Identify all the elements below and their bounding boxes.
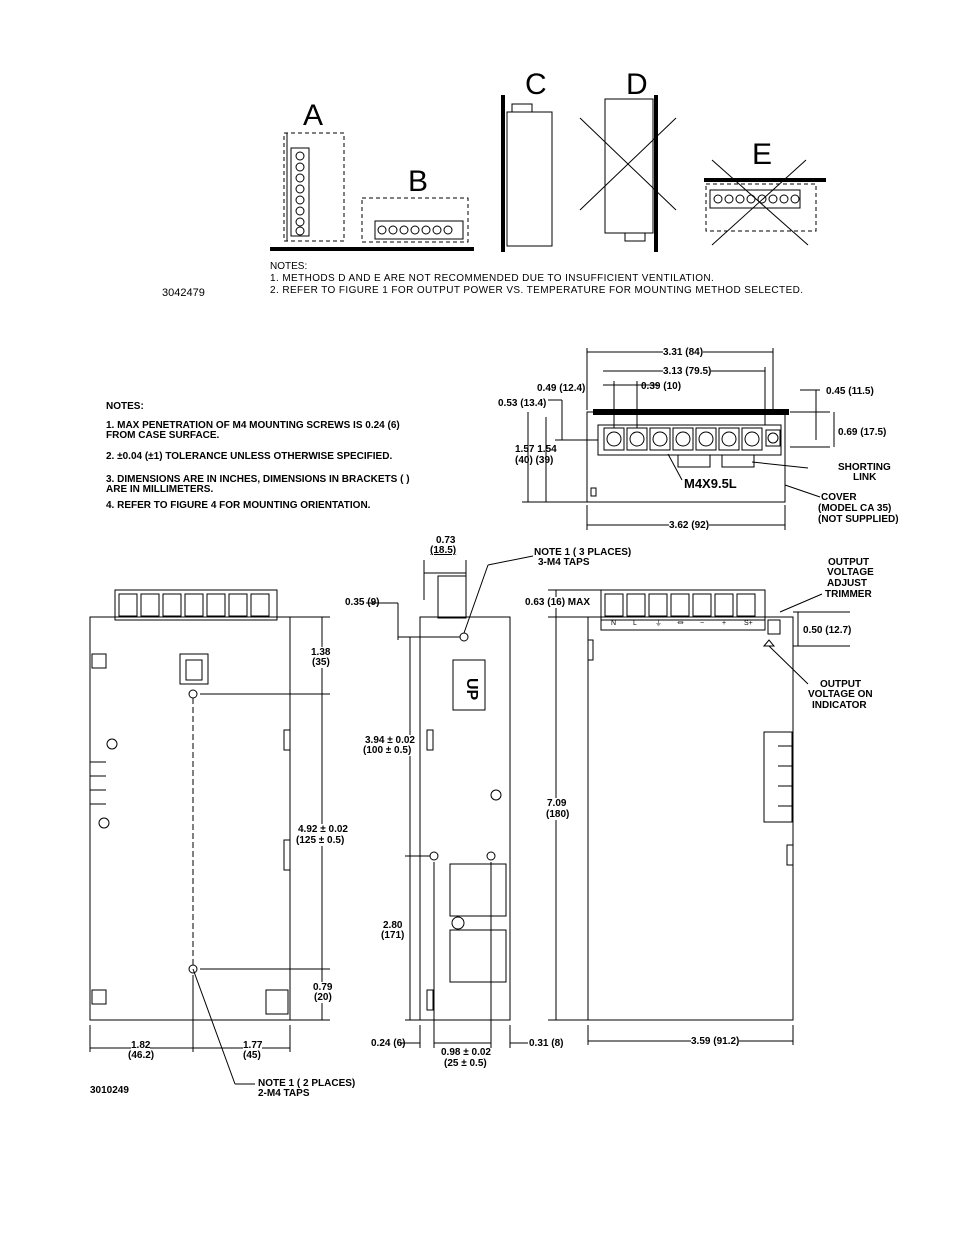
method-a-drawing [270,132,356,251]
dim-0-98: 0.98 ± 0.02 [441,1047,491,1058]
dim-0-45: 0.45 (11.5) [826,386,874,397]
side-view-drawing [366,555,534,1048]
dim-2-80: 2.80 [383,920,403,931]
dim-7-09-mm: (180) [546,809,570,820]
dim-4-92: 4.92 ± 0.02 [298,824,348,835]
method-c-drawing [501,95,553,252]
trimmer-label-1: OUTPUT [828,557,870,568]
fig4-note-1: 1. MAX PENETRATION OF M4 MOUNTING SCREWS… [106,420,400,431]
dim-0-49: 0.49 (12.4) [537,383,586,394]
dim-3-62: 3.62 (92) [669,520,710,531]
dim-0-31: 0.31 (8) [529,1038,564,1049]
dim-1-57-mm: (40) (39) [515,455,554,466]
dim-1-57: 1.57 1.54 [515,444,557,455]
trimmer-label-2: VOLTAGE [827,567,874,578]
dim-0-50: 0.50 (12.7) [803,625,852,636]
trimmer-label-3: ADJUST [827,578,868,589]
terminal-label-sense: S+ [744,620,753,627]
fig3-notes-title: NOTES: [270,261,308,272]
dim-1-82-mm: (46.2) [128,1050,155,1061]
indicator-label-3: INDICATOR [812,700,867,711]
note1-2-places: NOTE 1 ( 2 PLACES) [258,1078,356,1089]
dim-0-35: 0.35 (9) [345,597,380,608]
method-e-label: E [752,138,773,171]
dim-0-39: 0.39 (10) [641,381,682,392]
method-a-label: A [303,99,324,132]
method-b-drawing [354,197,474,251]
cover-not-supplied: (NOT SUPPLIED) [818,514,899,525]
front-view-drawing [89,589,330,1085]
note1-3-taps: 3-M4 TAPS [538,557,590,568]
fig4-note-3: 3. DIMENSIONS ARE IN INCHES, DIMENSIONS … [106,474,410,485]
method-b-label: B [408,165,429,198]
fig4-note-2: 2. ±0.04 (±1) TOLERANCE UNLESS OTHERWISE… [106,451,393,462]
fig4-note-3b: ARE IN MILLIMETERS. [106,484,214,495]
dim-7-09: 7.09 [547,798,567,809]
cover-model: (MODEL CA 35) [818,503,892,514]
note1-3-places: NOTE 1 ( 3 PLACES) [534,547,632,558]
dim-4-92-mm: (125 ± 0.5) [296,835,345,846]
trimmer-label-4: TRIMMER [825,589,872,600]
method-e-drawing [704,159,826,246]
dim-0-63: 0.63 (16) MAX [525,597,591,608]
fig4-notes-title: NOTES: [106,401,144,412]
dim-1-82: 1.82 [131,1040,151,1051]
dim-1-77-mm: (45) [243,1050,261,1061]
top-view-drawing [522,348,835,530]
screw-spec: M4X9.5L [684,476,737,491]
terminal-label-l: L [633,620,637,627]
up-arrow-label: UP [463,678,480,701]
dim-3-13: 3.13 (79.5) [663,366,712,377]
dim-3-94: 3.94 ± 0.02 [365,735,415,746]
method-d-drawing [579,95,677,252]
shorting-link-label: SHORTING [838,462,891,473]
dim-1-38: 1.38 [311,647,331,658]
dim-0-24: 0.24 (6) [371,1038,406,1049]
fig4-note-4: 4. REFER TO FIGURE 4 FOR MOUNTING ORIENT… [106,500,371,511]
terminal-label-chassis: ⏛ [677,620,684,627]
fig3-part-number: 3042479 [162,287,205,299]
method-d-label: D [626,68,648,101]
dim-2-80-mm: (171) [381,930,405,941]
dim-1-77: 1.77 [243,1040,263,1051]
dim-0-53: 0.53 (13.4) [498,398,547,409]
terminal-label-minus: − [700,620,705,627]
dim-0-69: 0.69 (17.5) [838,427,887,438]
dim-3-31: 3.31 (84) [663,347,704,358]
fig3-note-1: 1. METHODS D AND E ARE NOT RECOMMENDED D… [270,273,715,284]
indicator-label-1: OUTPUT [820,679,862,690]
dim-0-98-mm: (25 ± 0.5) [444,1058,487,1069]
method-c-label: C [525,68,547,101]
dim-3-59: 3.59 (91.2) [691,1036,740,1047]
shorting-link-label-2: LINK [853,472,877,483]
indicator-label-2: VOLTAGE ON [808,689,873,700]
right-view-drawing [548,589,850,1045]
fig4-note-1b: FROM CASE SURFACE. [106,430,220,441]
dim-1-38-mm: (35) [312,657,330,668]
terminal-label-plus: + [722,620,727,627]
note1-2-taps: 2-M4 TAPS [258,1088,310,1099]
fig4-part-number: 3010249 [90,1085,129,1096]
dim-0-79: 0.79 [313,982,333,993]
dim-0-73-mm: (18.5) [430,545,457,556]
dim-3-94-mm: (100 ± 0.5) [363,745,412,756]
dim-0-73: 0.73 [436,535,456,546]
terminal-label-ground: ⏚ [655,620,662,627]
dim-0-79-mm: (20) [314,992,332,1003]
fig3-note-2: 2. REFER TO FIGURE 1 FOR OUTPUT POWER VS… [270,285,804,296]
cover-label: COVER [821,492,857,503]
terminal-label-n: N [611,620,617,627]
